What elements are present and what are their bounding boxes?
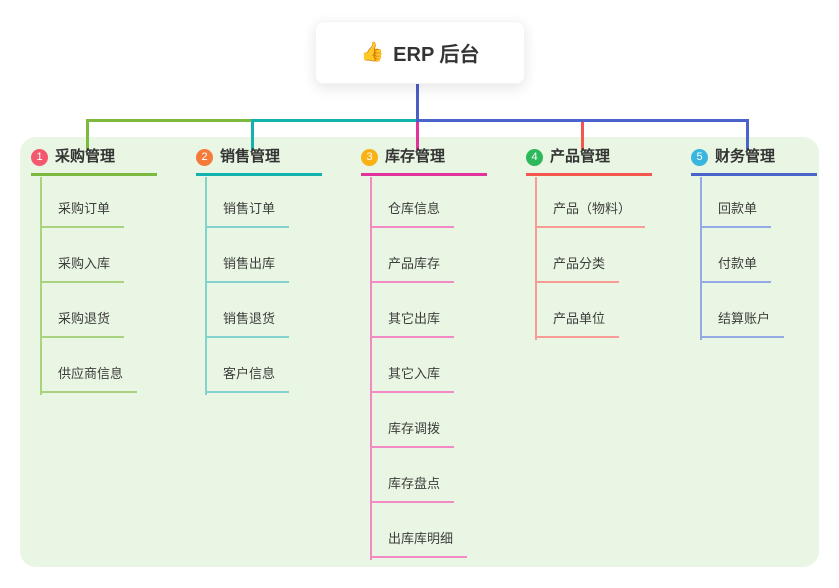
- branch-spine-line: [205, 177, 207, 395]
- branch-number-badge: 1: [31, 148, 48, 166]
- branch-title-label: 产品管理: [550, 148, 611, 165]
- branch-title-4[interactable]: 4 产品管理: [526, 146, 652, 176]
- child-node[interactable]: 付款单: [700, 255, 772, 283]
- child-node[interactable]: 销售订单: [205, 200, 290, 228]
- branch-spine-line: [700, 177, 702, 340]
- child-node[interactable]: 库存盘点: [370, 475, 455, 503]
- branch-number-badge: 5: [691, 148, 708, 166]
- child-node[interactable]: 其它入库: [370, 365, 455, 393]
- root-node-erp[interactable]: 👍 ERP 后台: [315, 21, 525, 84]
- child-node[interactable]: 采购退货: [40, 310, 125, 338]
- branch-title-label: 财务管理: [715, 148, 776, 165]
- child-node[interactable]: 采购订单: [40, 200, 125, 228]
- thumbs-up-icon: 👍: [360, 42, 385, 63]
- child-node[interactable]: 结算账户: [700, 310, 785, 338]
- connector-drop-line: [86, 119, 89, 150]
- connector-bus-segment: [416, 119, 749, 122]
- branch-title-label: 采购管理: [55, 148, 116, 165]
- branch-number-badge: 3: [361, 148, 378, 166]
- connector-trunk-line: [416, 82, 419, 122]
- connector-bus-segment: [86, 119, 254, 122]
- child-node[interactable]: 库存调拨: [370, 420, 455, 448]
- branch-spine-line: [370, 177, 372, 560]
- branch-number-badge: 2: [196, 148, 213, 166]
- child-node[interactable]: 仓库信息: [370, 200, 455, 228]
- child-node[interactable]: 产品（物料）: [535, 200, 646, 228]
- child-node[interactable]: 产品单位: [535, 310, 620, 338]
- child-node[interactable]: 供应商信息: [40, 365, 138, 393]
- connector-drop-line: [581, 119, 584, 150]
- branch-title-3[interactable]: 3 库存管理: [361, 146, 487, 176]
- child-node[interactable]: 其它出库: [370, 310, 455, 338]
- branch-title-1[interactable]: 1 采购管理: [31, 146, 157, 176]
- connector-drop-line: [746, 119, 749, 150]
- branches-panel: [20, 137, 819, 567]
- branch-number-badge: 4: [526, 148, 543, 166]
- child-node[interactable]: 客户信息: [205, 365, 290, 393]
- connector-drop-line: [251, 119, 254, 150]
- branch-spine-line: [40, 177, 42, 395]
- branch-title-2[interactable]: 2 销售管理: [196, 146, 322, 176]
- connector-bus-segment: [251, 119, 416, 122]
- child-node[interactable]: 销售出库: [205, 255, 290, 283]
- root-node-label: ERP 后台: [393, 44, 480, 66]
- child-node[interactable]: 回款单: [700, 200, 772, 228]
- child-node[interactable]: 出库库明细: [370, 530, 468, 558]
- child-node[interactable]: 采购入库: [40, 255, 125, 283]
- child-node[interactable]: 产品分类: [535, 255, 620, 283]
- child-node[interactable]: 产品库存: [370, 255, 455, 283]
- branch-title-label: 库存管理: [385, 148, 446, 165]
- branch-spine-line: [535, 177, 537, 340]
- branch-title-5[interactable]: 5 财务管理: [691, 146, 817, 176]
- connector-drop-line: [416, 119, 419, 150]
- branch-title-label: 销售管理: [220, 148, 281, 165]
- child-node[interactable]: 销售退货: [205, 310, 290, 338]
